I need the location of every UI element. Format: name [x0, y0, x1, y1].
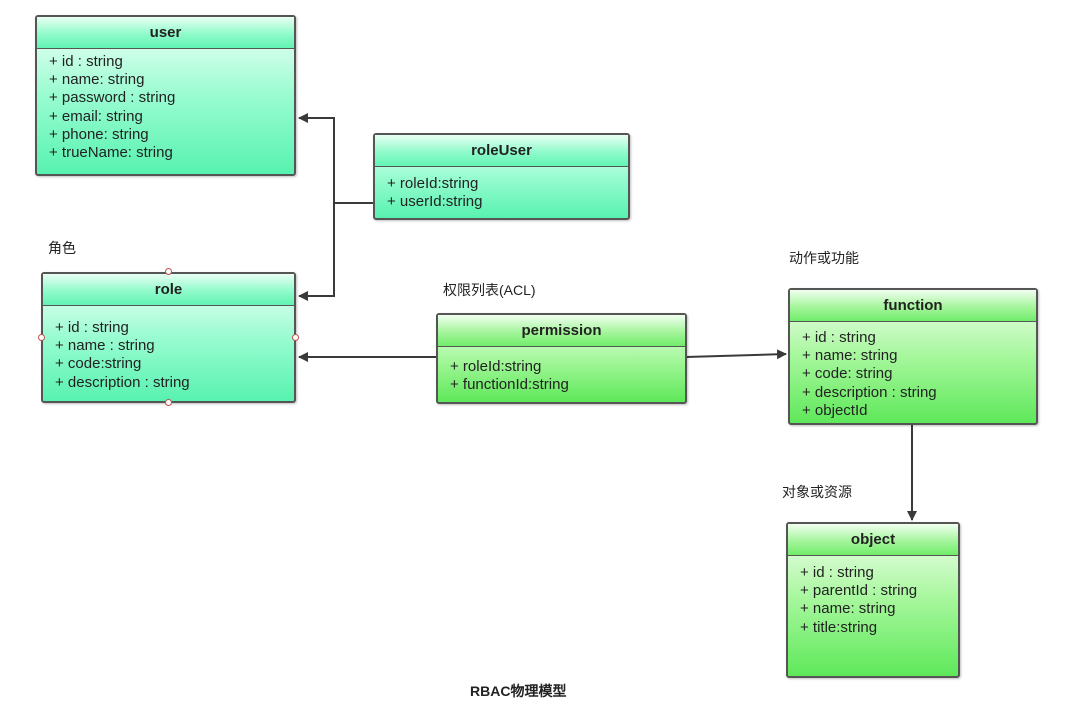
role-attr-name: + name : string — [55, 337, 155, 355]
object-attr-id: + id : string — [800, 564, 874, 581]
object-entity-title: object — [788, 524, 958, 556]
function-attr-objectid: + objectId — [802, 401, 868, 419]
function-attr-code: + code: string — [802, 365, 893, 383]
user-attr-id: + id : string — [49, 53, 123, 70]
role-entity-title: role — [43, 274, 294, 306]
function-attr-name: + name: string — [802, 347, 898, 365]
roleuser-attr-roleid: + roleId:string — [387, 175, 479, 192]
user-attr-password: + password : string — [49, 89, 176, 107]
connector-roleuser-to-role — [298, 203, 335, 301]
user-attr-truename: + trueName: string — [49, 144, 173, 162]
user-attr-email: + email: string — [49, 107, 143, 125]
user-attr-name: + name: string — [49, 71, 145, 89]
role-label: 角色 — [48, 240, 76, 256]
role-entity[interactable]: role + id : string + name : string + cod… — [41, 272, 296, 403]
acl-label: 权限列表(ACL) — [443, 282, 536, 298]
roleuser-attr-userid: + userId:string — [387, 193, 483, 211]
role-attr-id: + id : string — [55, 319, 129, 336]
connector-permission-to-function — [685, 349, 787, 360]
user-entity[interactable]: user + id : string + name: string + pass… — [35, 15, 296, 176]
role-attr-description: + description : string — [55, 373, 190, 391]
user-entity-title: user — [37, 17, 294, 49]
function-label: 动作或功能 — [789, 250, 859, 266]
object-label: 对象或资源 — [782, 484, 852, 500]
role-handle-right[interactable] — [292, 334, 299, 341]
object-entity[interactable]: object + id : string + parentId : string… — [786, 522, 960, 678]
object-attr-parentid: + parentId : string — [800, 582, 918, 600]
function-attr-id: + id : string — [802, 329, 876, 346]
role-attr-code: + code:string — [55, 355, 142, 373]
function-attr-description: + description : string — [802, 383, 937, 401]
permission-entity[interactable]: permission + roleId:string + functionId:… — [436, 313, 687, 404]
diagram-caption: RBAC物理模型 — [470, 683, 567, 699]
role-handle-left[interactable] — [38, 334, 45, 341]
role-handle-bottom[interactable] — [165, 399, 172, 406]
roleuser-entity[interactable]: roleUser + roleId:string + userId:string — [373, 133, 630, 220]
object-attr-title: + title:string — [800, 618, 878, 636]
role-handle-top[interactable] — [165, 268, 172, 275]
roleuser-entity-title: roleUser — [375, 135, 628, 167]
user-attr-phone: + phone: string — [49, 125, 149, 143]
permission-entity-title: permission — [438, 315, 685, 347]
function-entity-title: function — [790, 290, 1036, 322]
connector-roleuser-to-user — [298, 113, 335, 203]
permission-attr-roleid: + roleId:string — [450, 358, 542, 375]
function-entity[interactable]: function + id : string + name: string + … — [788, 288, 1038, 425]
permission-attr-functionid: + functionId:string — [450, 376, 569, 394]
object-attr-name: + name: string — [800, 600, 896, 618]
